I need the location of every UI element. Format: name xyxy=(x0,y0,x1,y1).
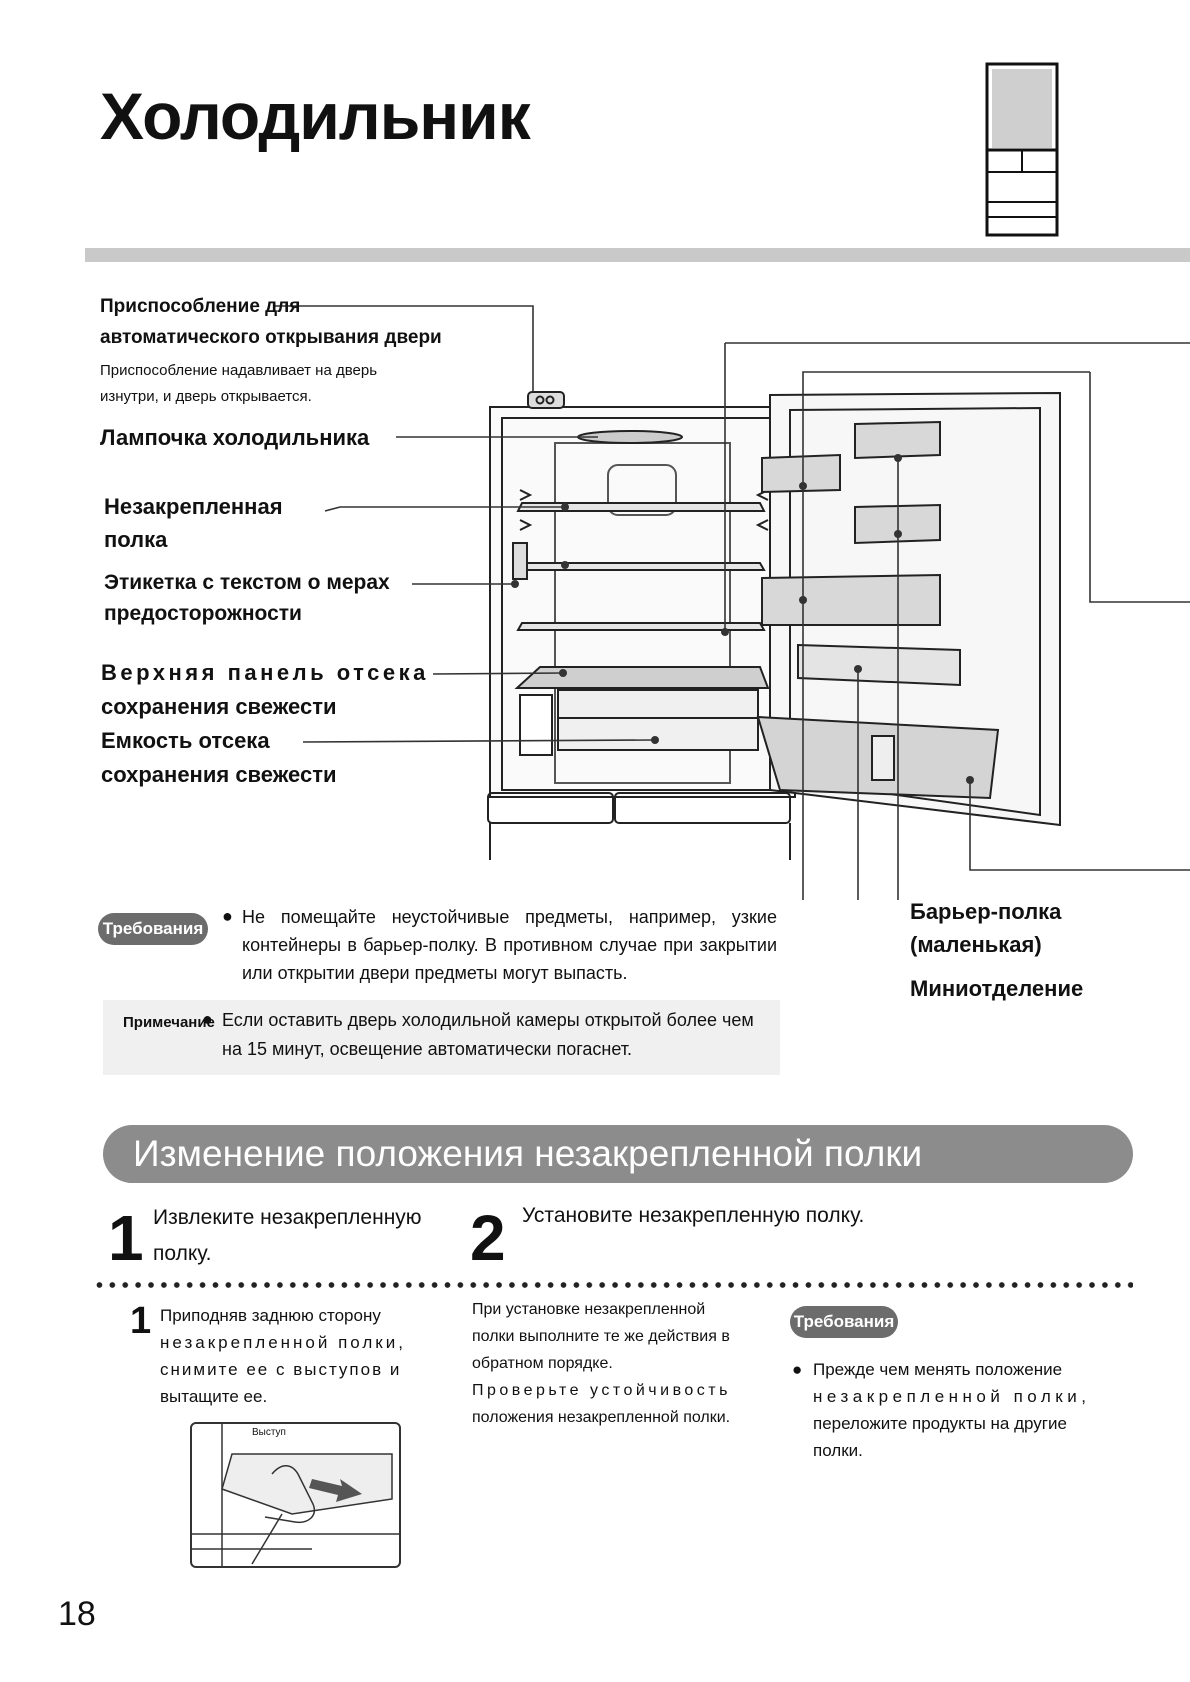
shelf-removal-illustration xyxy=(190,1422,401,1568)
fresh-top-label-line-1: Верхняя панель отсека xyxy=(101,660,429,685)
fresh-box-label-line-2: сохранения свежести xyxy=(101,762,337,787)
page-title: Холодильник xyxy=(100,79,531,153)
dotted-divider xyxy=(93,1282,1133,1288)
substep-1-number: 1 xyxy=(130,1300,152,1342)
step-2-text: Установите незакрепленную полку. xyxy=(522,1204,865,1227)
step-2-body: При установке незакрепленной полки выпол… xyxy=(472,1296,747,1431)
substep-1-line: незакрепленной полки, xyxy=(160,1333,406,1352)
auto-open-title-line-2: автоматического открывания двери xyxy=(100,327,442,348)
shelf-removal-drawing xyxy=(192,1424,399,1566)
requirements-right-line: Прежде чем менять положение xyxy=(813,1360,1063,1379)
requirements-badge: Требования xyxy=(98,913,208,945)
step-2-number: 2 xyxy=(470,1202,506,1274)
fresh-top-label-line-2: сохранения свежести xyxy=(101,694,337,719)
note-text-line-2: на 15 минут, освещение автоматически пог… xyxy=(222,1039,632,1059)
ledge-label: Выступ xyxy=(252,1427,286,1438)
substep-1-line: снимите ее с выступов и xyxy=(160,1360,402,1379)
section-heading: Изменение положения незакрепленной полки xyxy=(103,1125,1133,1183)
requirements-badge: Требования xyxy=(790,1306,898,1338)
lamp-label: Лампочка холодильника xyxy=(100,425,370,450)
bullet-icon: ● xyxy=(222,906,233,926)
bullet-icon: ● xyxy=(792,1360,803,1379)
requirements-right-line: полки. xyxy=(813,1441,863,1460)
step-2-body-line: обратном порядке. xyxy=(472,1355,613,1372)
fresh-box-label-line-1: Емкость отсека xyxy=(101,728,270,753)
mini-compartment-label: Миниотделение xyxy=(910,976,1084,1001)
step-1-number: 1 xyxy=(108,1202,144,1274)
step-1-text-line-2: полку. xyxy=(153,1242,212,1265)
step-2-body-line: При установке незакрепленной xyxy=(472,1301,706,1318)
step-2-body-line: полки выполните те же действия в xyxy=(472,1328,730,1345)
requirements-right-line: переложите продукты на другие xyxy=(813,1414,1067,1433)
auto-open-desc-line-1: Приспособление надавливает на дверь xyxy=(100,362,378,379)
refrigerator-diagram xyxy=(275,305,1190,900)
header-divider xyxy=(85,248,1190,262)
loose-shelf-label-line-1: Незакрепленная xyxy=(104,494,283,519)
substep-1-text: Приподняв заднюю сторону незакрепленной … xyxy=(160,1302,435,1410)
requirements-right-text: Прежде чем менять положение незакрепленн… xyxy=(813,1356,1133,1464)
bullet-icon: ● xyxy=(202,1009,213,1029)
caution-label-line-2: предосторожности xyxy=(104,602,302,625)
step-2-body-line: положения незакрепленной полки. xyxy=(472,1409,731,1426)
note-box xyxy=(103,1000,780,1075)
loose-shelf-label-line-2: полка xyxy=(104,527,168,552)
requirements-text: Не помещайте неустойчивые предметы, напр… xyxy=(242,907,777,983)
note-badge: Примечание xyxy=(123,1014,215,1031)
auto-open-title-line-1: Приспособление для xyxy=(100,296,301,317)
barrier-shelf-label-line-1: Барьер-полка xyxy=(910,899,1062,924)
step-1-text-line-1: Извлеките незакрепленную xyxy=(153,1206,422,1229)
requirements-right-line: незакрепленной полки, xyxy=(813,1387,1091,1406)
note-text-line-1: Если оставить дверь холодильной камеры о… xyxy=(222,1010,754,1030)
step-2-body-line: Проверьте устойчивость xyxy=(472,1382,731,1399)
refrigerator-icon xyxy=(985,62,1059,237)
substep-1-line: вытащите ее. xyxy=(160,1387,268,1406)
substep-1-line: Приподняв заднюю сторону xyxy=(160,1306,381,1325)
barrier-shelf-label-line-2: (маленькая) xyxy=(910,932,1042,957)
auto-open-desc-line-2: изнутри, и дверь открывается. xyxy=(100,388,312,405)
caution-label-line-1: Этикетка с текстом о мерах xyxy=(104,571,390,594)
page-number: 18 xyxy=(58,1595,96,1633)
